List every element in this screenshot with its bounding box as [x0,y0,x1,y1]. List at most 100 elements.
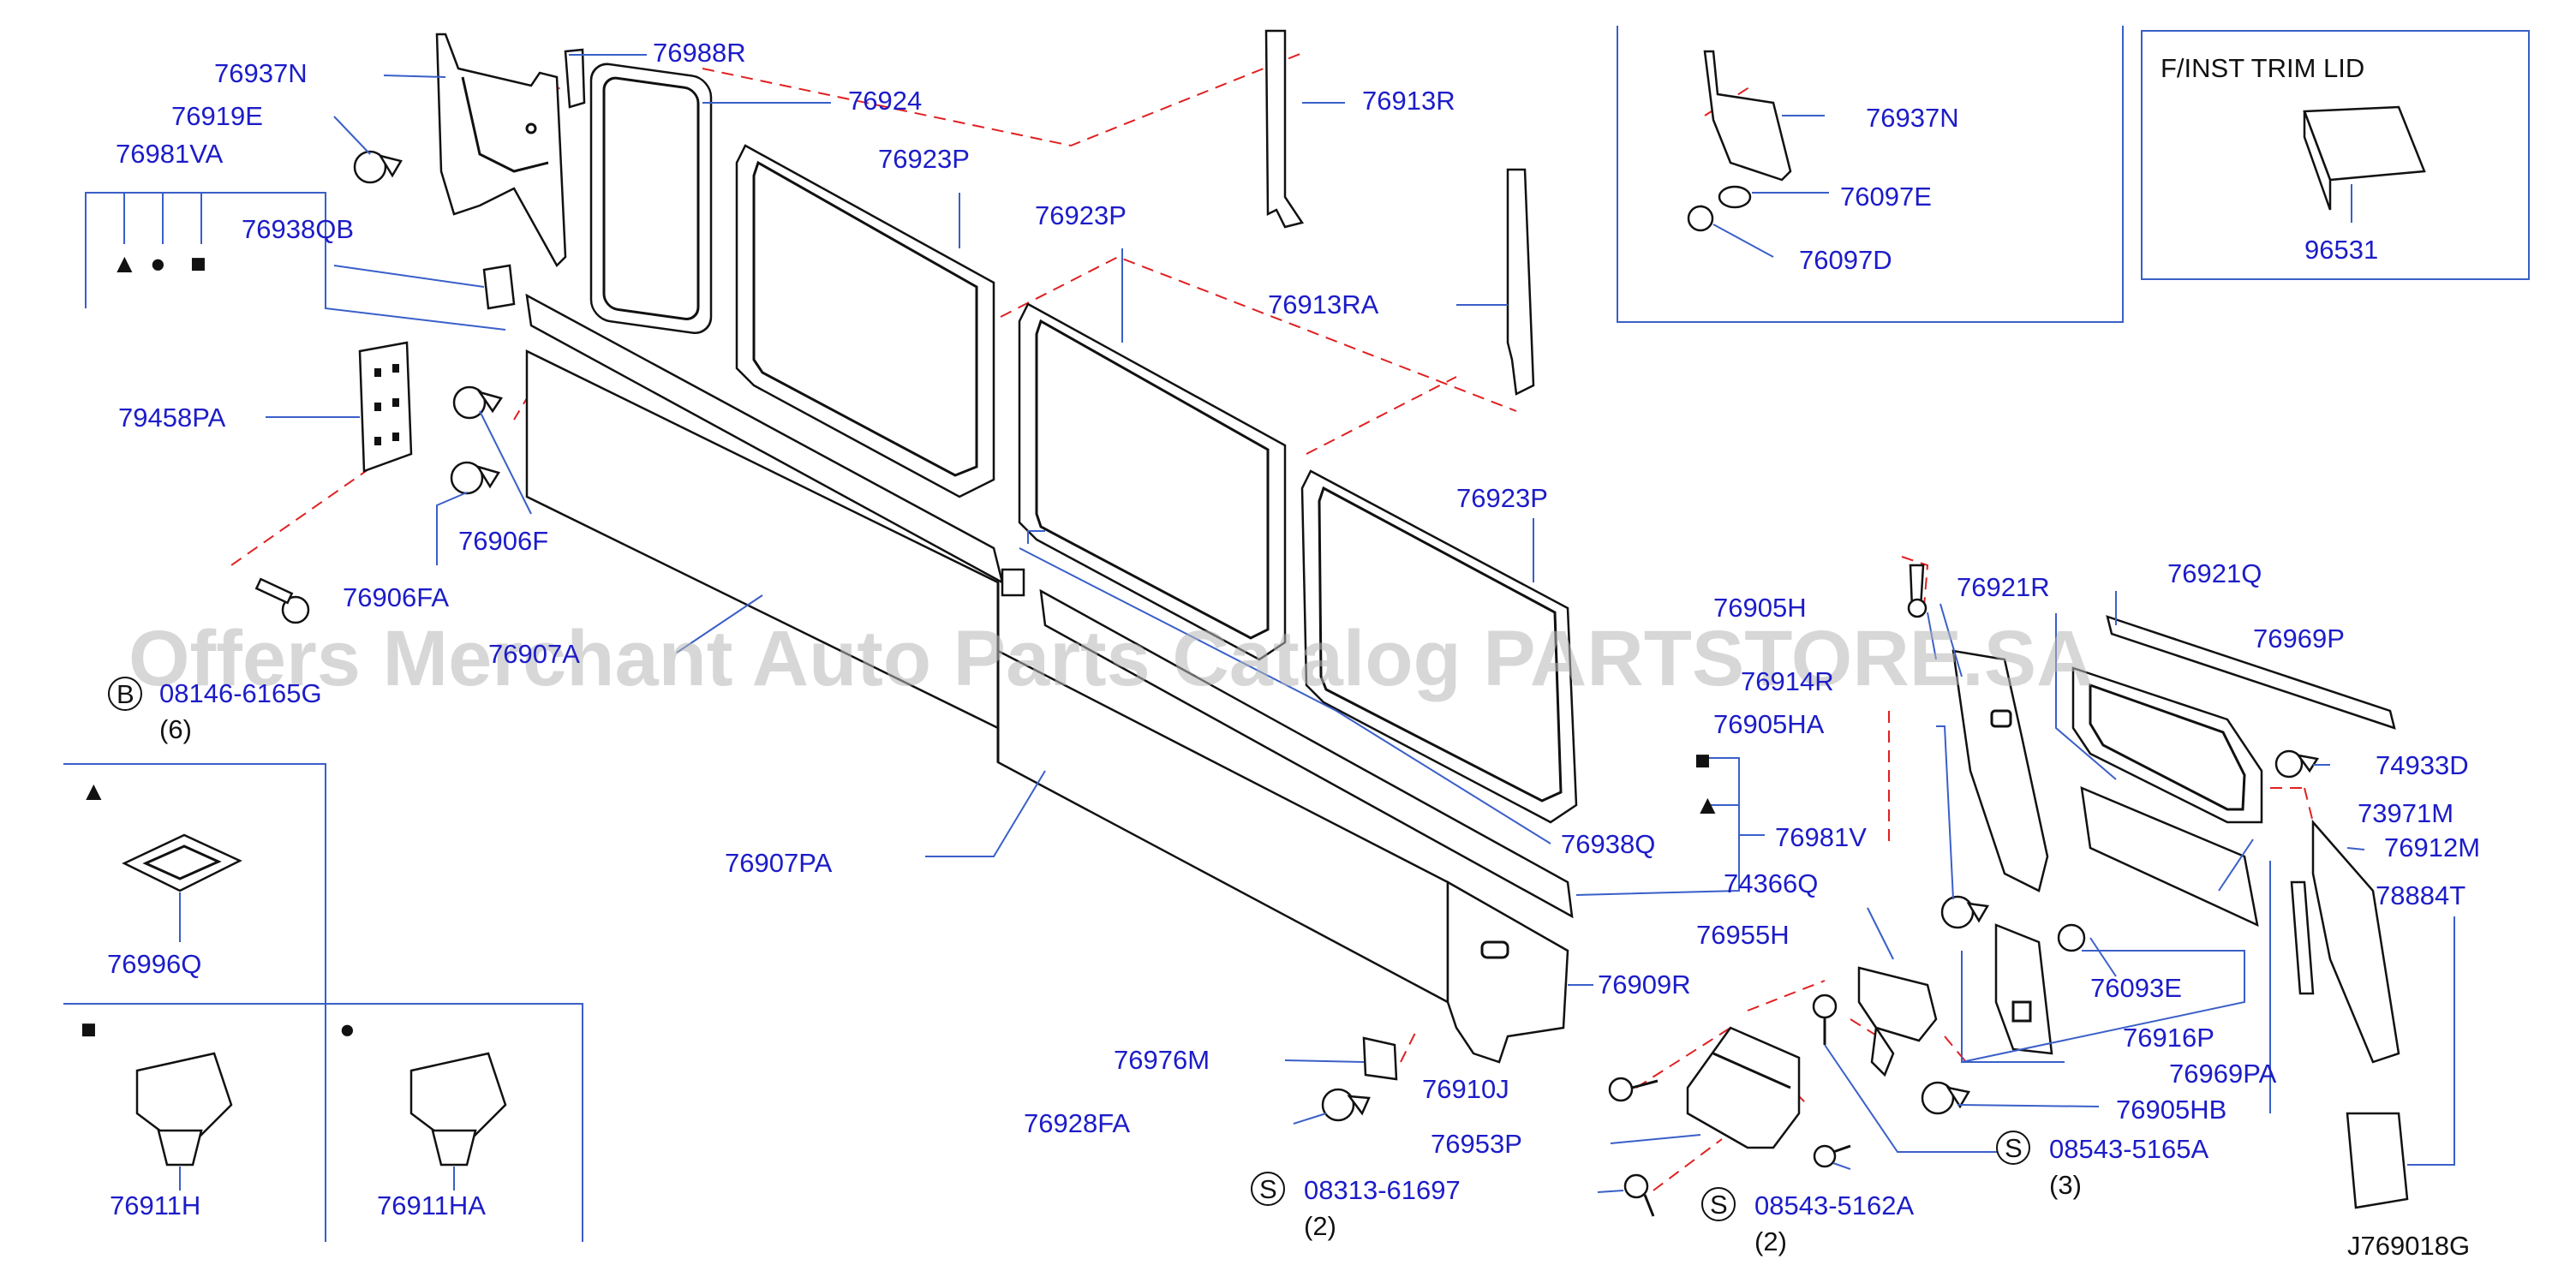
label-76981VA[interactable]: 76981VA [116,139,224,169]
trim-panel-upper-left [435,33,567,268]
bracket-76916P [1994,923,2053,1055]
label-76905HA[interactable]: 76905HA [1713,709,1825,739]
label-76906F[interactable]: 76906F [458,526,548,556]
square-icon: ■ [1694,745,1711,775]
label-76953P[interactable]: 76953P [1431,1129,1522,1159]
diagram-id: J769018G [2347,1231,2470,1261]
label-76905HB[interactable]: 76905HB [2116,1095,2226,1125]
back-panel-76907 [525,349,1569,1064]
label-76905H[interactable]: 76905H [1713,593,1807,623]
inset-part-76937N [1703,50,1792,182]
s-mark-icon: S [2005,1133,2023,1163]
label-76921R[interactable]: 76921R [1957,572,2050,602]
label-73971M[interactable]: 73971M [2358,798,2453,828]
triangle-icon: ▲ [1694,790,1721,820]
label-76969PA[interactable]: 76969PA [2169,1059,2277,1089]
symbols: ▲ ● ■ ■ ▲ ▲ ■ ● B S S S [81,248,2030,1221]
label-78884T[interactable]: 78884T [2376,880,2465,910]
label-76988R[interactable]: 76988R [653,38,746,68]
label-76996Q[interactable]: 76996Q [107,949,201,979]
label-76938QB[interactable]: 76938QB [242,214,354,244]
label-76928FA[interactable]: 76928FA [1024,1108,1130,1138]
label-76914R[interactable]: 76914R [1741,666,1834,696]
clip-76093E [2057,923,2086,952]
label-76906FA[interactable]: 76906FA [343,582,449,612]
label-08543-5165A[interactable]: 08543-5165A [2049,1134,2208,1164]
clip-76906FA [450,461,500,495]
square-icon: ■ [81,1014,97,1044]
label-76909R[interactable]: 76909R [1598,970,1691,999]
window-frame-76924 [589,63,713,335]
bracket-76913RA [1506,168,1535,396]
clip-76928FA [1321,1088,1371,1122]
label-76937N[interactable]: 76937N [214,58,308,88]
label-76912M[interactable]: 76912M [2384,832,2480,862]
qty-2b: (2) [1754,1226,1787,1256]
label-76913RA[interactable]: 76913RA [1268,289,1379,319]
label-76911HA[interactable]: 76911HA [377,1190,486,1220]
label-76923P-1[interactable]: 76923P [878,144,970,174]
label-76938Q[interactable]: 76938Q [1561,829,1655,859]
clip-76919E [353,150,403,184]
window-frame-76923P-c [1300,469,1578,824]
label-76916P[interactable]: 76916P [2123,1023,2214,1053]
label-76969P[interactable]: 76969P [2253,624,2345,653]
label-08313-61697[interactable]: 08313-61697 [1304,1175,1461,1205]
quarter-window-76921Q [2071,666,2263,824]
strip-76969PA [2080,785,2259,928]
bracket-76953P [1686,1026,1801,1149]
label-76093E[interactable]: 76093E [2090,973,2182,1003]
watermark: Offers Merchant Auto Parts Catalog PARTS… [129,615,2094,702]
bracket-76913R [1264,29,1305,229]
label-96531[interactable]: 96531 [2304,235,2378,265]
retainer-76938QB [482,264,516,310]
screw-76910J [1608,1077,1659,1102]
part-labels: 76937N 76988R 76924 76913R 76919E 76923P… [107,38,2480,1261]
label-76907PA[interactable]: 76907PA [725,848,833,878]
circle-icon: ● [339,1014,356,1044]
clip-74933D [2274,749,2320,779]
clip-76988R [564,48,586,109]
qty-3: (3) [2049,1170,2082,1200]
label-74366Q[interactable]: 74366Q [1724,868,1818,898]
clip-76905HA [1940,895,1990,929]
label-76910J[interactable]: 76910J [1422,1074,1509,1104]
b-mark-icon: B [117,679,134,709]
label-76924[interactable]: 76924 [848,86,922,116]
s-mark-icon: S [1710,1190,1728,1220]
pad-76976M [1362,1036,1398,1081]
clip-76906F [452,385,503,420]
label-76923P-3[interactable]: 76923P [1456,483,1548,513]
label-76097E[interactable]: 76097E [1840,182,1932,212]
label-08146-6165G[interactable]: 08146-6165G [159,678,322,708]
label-76923P-2[interactable]: 76923P [1035,200,1127,230]
strip-76969P [2106,615,2396,730]
label-76955H[interactable]: 76955H [1696,920,1790,950]
inset-part-76911H [135,1052,233,1167]
triangle-icon: ▲ [111,248,138,278]
inset-part-96531 [2303,105,2426,211]
inset-part-76996Q [122,833,242,892]
label-76097D[interactable]: 76097D [1799,245,1892,275]
label-79458PA[interactable]: 79458PA [118,403,226,433]
label-76921Q[interactable]: 76921Q [2167,558,2262,588]
inset-title-trim-lid: F/INST TRIM LID [2161,53,2364,83]
label-08543-5162A[interactable]: 08543-5162A [1754,1190,1914,1220]
block-78884T [2346,1112,2409,1209]
label-74933D[interactable]: 74933D [2376,750,2469,780]
label-76976M[interactable]: 76976M [1114,1045,1210,1075]
inset-part-76911HA [409,1052,507,1167]
bolt-08146 [254,577,310,624]
clip-76905HB [1921,1081,1970,1115]
label-76937N-inset[interactable]: 76937N [1866,103,1959,133]
label-76913R[interactable]: 76913R [1362,86,1455,116]
label-76981V[interactable]: 76981V [1775,822,1867,852]
qty-6: (6) [159,714,192,744]
label-76907-partial[interactable]: 76907A [488,639,580,669]
label-76919E[interactable]: 76919E [171,101,263,131]
window-frame-76923P-b [1018,302,1287,661]
inset-box-trim-lid [2141,30,2530,280]
qty-2a: (2) [1304,1211,1336,1241]
label-76911H[interactable]: 76911H [110,1190,200,1220]
